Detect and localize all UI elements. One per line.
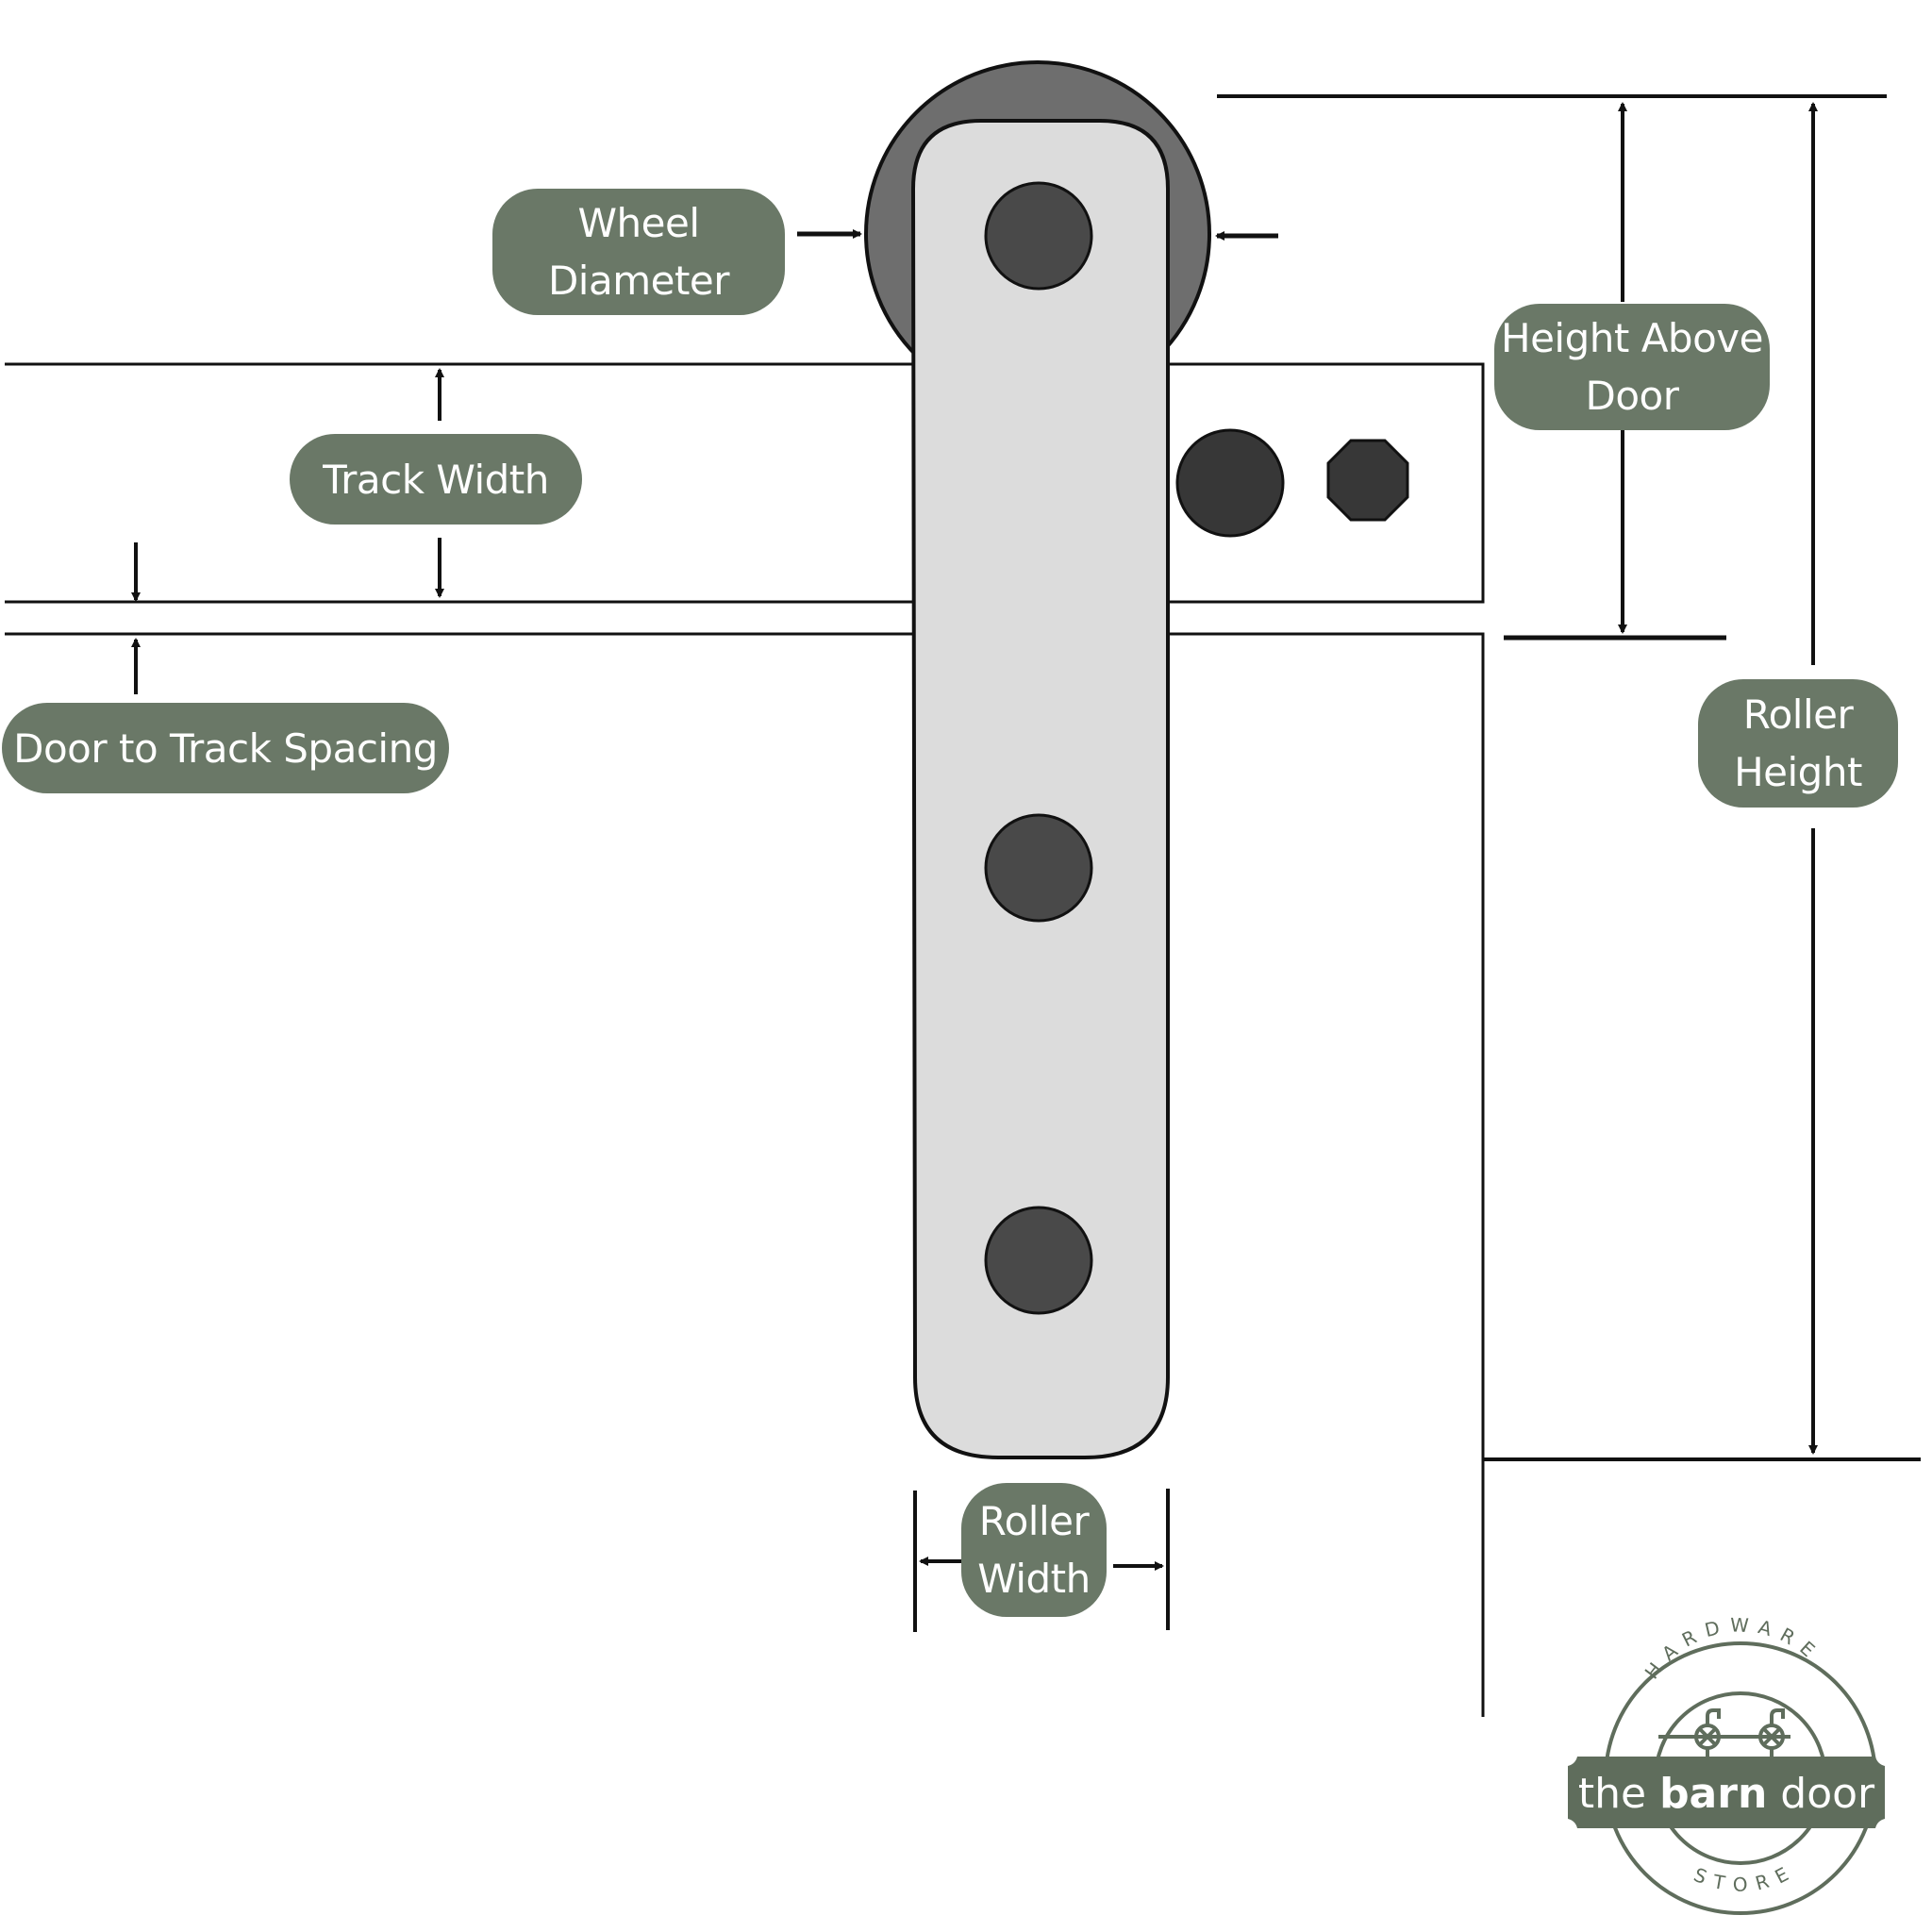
label-line: Wheel	[577, 200, 701, 246]
label-line: Track Width	[323, 456, 549, 503]
logo-banner	[1568, 1757, 1885, 1828]
roller-strap	[910, 119, 1170, 1459]
height-above-door-dimension	[1217, 94, 1887, 641]
label-track-width: Track Width	[290, 434, 582, 525]
label-line: Roller	[978, 1498, 1090, 1544]
door-right-edge	[1166, 632, 1485, 1717]
logo-roller-icon	[1658, 1708, 1790, 1757]
track-spacer-bolt	[1175, 428, 1285, 538]
label-line: Roller	[1742, 691, 1854, 738]
label-line: Door to Track Spacing	[13, 724, 438, 772]
label-wheel-diameter: Wheel Diameter	[492, 189, 785, 315]
axle-bolt	[984, 181, 1093, 291]
label-line: Width	[977, 1556, 1091, 1602]
label-roller-height: Roller Height	[1698, 679, 1898, 808]
track	[5, 362, 1485, 1717]
strap-bolt-lower	[984, 1206, 1093, 1315]
label-door-to-track-spacing: Door to Track Spacing	[2, 703, 449, 793]
logo-wordmark: the barn door	[1578, 1770, 1875, 1818]
label-line: Height Above	[1501, 315, 1763, 361]
label-line: Diameter	[547, 258, 730, 304]
logo-top-arc-text: HARDWARE	[1641, 1613, 1826, 1683]
label-roller-width: Roller Width	[961, 1483, 1107, 1617]
label-line: Door	[1585, 373, 1679, 419]
strap-bolt-upper	[984, 813, 1093, 923]
hex-nut	[1326, 439, 1409, 522]
label-height-above-door: Height Above Door	[1494, 304, 1770, 430]
label-line: Height	[1734, 749, 1862, 795]
track-end-box	[1166, 362, 1485, 604]
roller-height-dimension	[1483, 102, 1921, 1461]
wheel-diameter-arrows	[797, 229, 1278, 241]
barn-door-store-logo: HARDWARE STORE the barn door	[1568, 1613, 1885, 1915]
